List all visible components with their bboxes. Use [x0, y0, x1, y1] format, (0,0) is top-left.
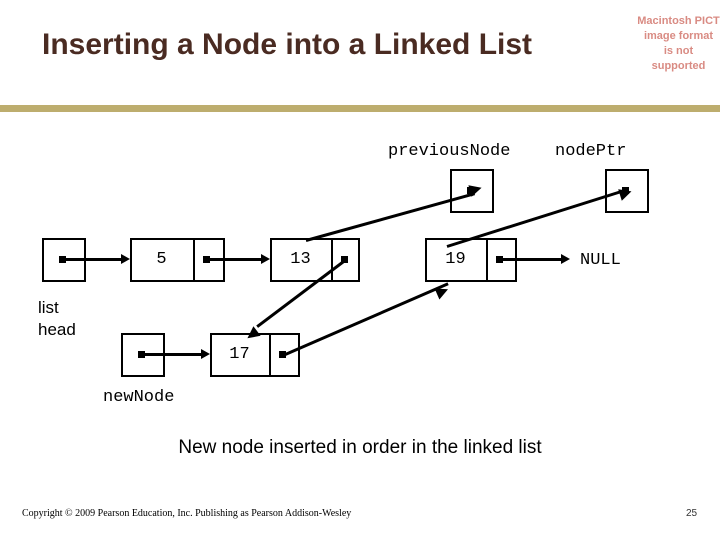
new-node-cell-divider: [269, 335, 271, 375]
header-accent-bar: [0, 105, 720, 112]
new-node-value: 17: [229, 345, 250, 364]
diagram-caption: New node inserted in order in the linked…: [178, 437, 542, 458]
list-node-0-divider: [193, 240, 195, 280]
new-node-pointer-dot: [138, 351, 145, 358]
null-label: NULL: [580, 251, 621, 270]
arrow-head-to-node5-head: [121, 254, 130, 264]
list-node-1-divider: [331, 240, 333, 280]
node-ptr-label: nodePtr: [555, 142, 627, 161]
pict-placeholder-notice: Macintosh PICT image format is not suppo…: [637, 14, 720, 74]
list-head-label-line-2: head: [38, 320, 76, 339]
arrow-node17-next-to-node19-line: [282, 282, 449, 357]
previous-node-label: previousNode: [388, 142, 511, 161]
pict-placeholder-line-2: image format: [643, 30, 714, 42]
list-node-2-divider: [486, 240, 488, 280]
arrow-head-to-node5-line: [63, 258, 125, 261]
page-title: Inserting a Node into a Linked List: [42, 28, 533, 61]
previous-node-pointer-box: [450, 169, 494, 213]
list-head-pointer-dot: [59, 256, 66, 263]
arrow-node17-next-to-node19-head: [434, 283, 451, 300]
list-head-label-line-1: list: [38, 298, 59, 317]
node-ptr-pointer-dot: [622, 187, 629, 194]
list-node-2-value: 19: [445, 250, 466, 269]
footer-copyright: Copyright © 2009 Pearson Education, Inc.…: [22, 508, 352, 519]
arrow-newnode-to-node17-head: [201, 349, 210, 359]
footer-page-number: 25: [686, 508, 698, 519]
previous-node-pointer-dot: [467, 187, 474, 194]
pict-placeholder-line-3: is not supported: [651, 45, 706, 72]
list-node-0-value: 5: [156, 250, 167, 269]
arrow-node19-to-null-line: [500, 258, 565, 261]
pict-placeholder-line-1: Macintosh PICT: [637, 15, 720, 27]
arrow-newnode-to-node17-line: [142, 353, 205, 356]
arrow-node5-to-node13-head: [261, 254, 270, 264]
new-node-label: newNode: [103, 388, 175, 407]
list-node-2-next-dot: [496, 256, 503, 263]
arrow-node13-to-previousnode-line: [305, 192, 476, 242]
arrow-node19-to-null-head: [561, 254, 570, 264]
arrow-node5-to-node13-line: [207, 258, 265, 261]
list-node-0-next-dot: [203, 256, 210, 263]
list-node-1-value: 13: [290, 250, 311, 269]
